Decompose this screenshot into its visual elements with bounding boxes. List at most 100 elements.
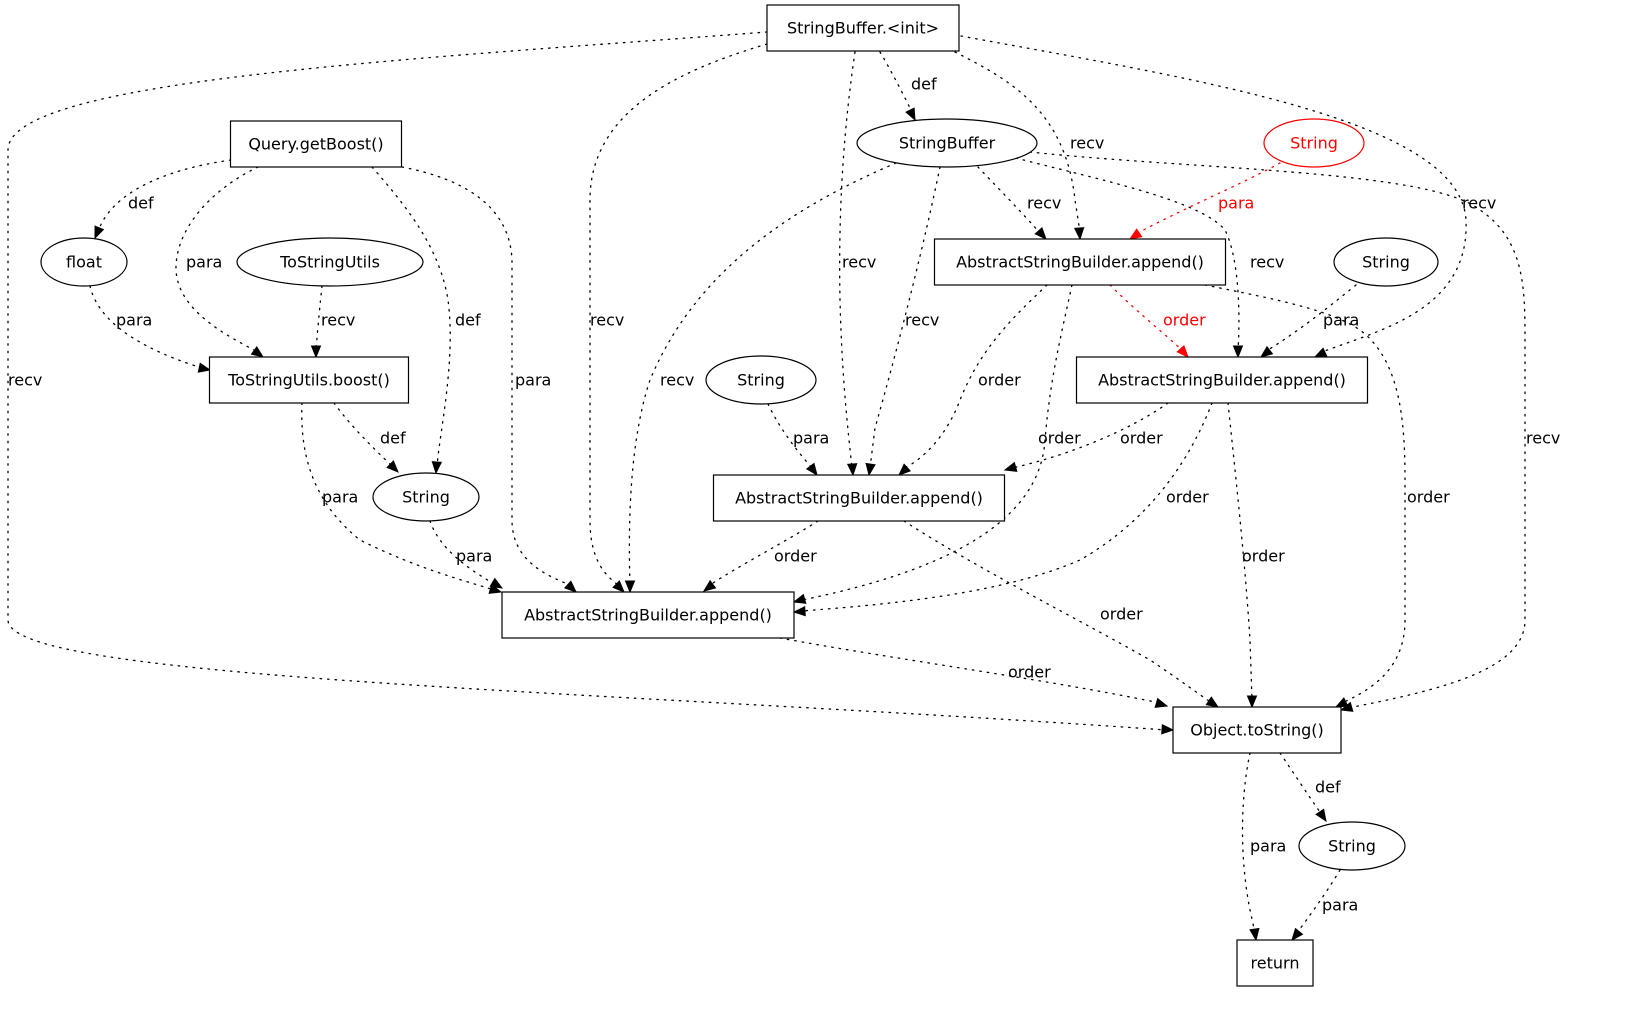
- edge-label: order: [1038, 429, 1081, 448]
- edge-order-n13-n14: order: [779, 637, 1169, 708]
- node-ellipse: [1333, 237, 1439, 287]
- node-n10-method[interactable]: AbstractStringBuilder.append(): [1075, 356, 1369, 404]
- node-ellipse: [856, 118, 1038, 168]
- edge-label: para: [793, 429, 829, 448]
- arrowhead-icon: [1176, 344, 1189, 358]
- edge-recv-n0-n12: recv: [839, 51, 876, 477]
- arrowhead-icon: [1205, 696, 1220, 708]
- node-box: [933, 238, 1227, 286]
- arrowhead-icon: [1313, 347, 1328, 358]
- arrowhead-icon: [702, 579, 717, 592]
- arrowhead-icon: [1003, 461, 1018, 472]
- node-n0-method[interactable]: StringBuffer.<init>: [766, 4, 960, 52]
- arrowhead-icon: [792, 593, 807, 604]
- arrowhead-icon: [1161, 724, 1175, 735]
- nodes-layer: StringBuffer.<init> Query.getBoost() Strin…: [40, 4, 1439, 987]
- node-n6-method[interactable]: AbstractStringBuilder.append(): [933, 238, 1227, 286]
- node-n15-type[interactable]: String: [1298, 821, 1406, 871]
- node-label: String: [1328, 837, 1376, 856]
- edge-def-n14-n15: def: [1279, 752, 1341, 823]
- edge-line: [903, 520, 1219, 708]
- node-n8-method[interactable]: ToStringUtils.boost(): [208, 356, 410, 404]
- node-ellipse: [236, 237, 424, 287]
- node-n7-type[interactable]: String: [1333, 237, 1439, 287]
- arrowhead-icon: [612, 580, 625, 593]
- arrowhead-icon: [1232, 345, 1244, 359]
- edge-label: recv: [660, 371, 694, 390]
- edge-def-n0-n2: def: [879, 51, 937, 122]
- edge-line: [89, 285, 211, 371]
- arrowhead-icon: [1128, 228, 1143, 240]
- edge-para-n1-n13: para: [401, 166, 577, 593]
- arrowhead-icon: [898, 463, 912, 476]
- edge-label: recv: [590, 311, 624, 330]
- node-n9-type[interactable]: String: [705, 355, 817, 405]
- arrowhead-icon: [1291, 927, 1304, 942]
- arrowhead-icon: [310, 345, 322, 359]
- edge-line: [371, 166, 451, 474]
- node-label: return: [1251, 954, 1300, 973]
- edge-recv-n5-n8: recv: [310, 285, 355, 359]
- edge-para-n9-n12: para: [767, 403, 829, 477]
- node-box: [712, 474, 1006, 522]
- node-n13-method[interactable]: AbstractStringBuilder.append(): [501, 591, 795, 639]
- edge-line: [1015, 157, 1240, 358]
- node-n2-type[interactable]: StringBuffer: [856, 118, 1038, 168]
- arrowhead-icon: [197, 362, 212, 373]
- edge-label: para: [1323, 311, 1359, 330]
- node-n1-method[interactable]: Query.getBoost(): [229, 120, 403, 168]
- node-n5-type[interactable]: ToStringUtils: [236, 237, 424, 287]
- node-ellipse: [1298, 821, 1406, 871]
- node-n16-method[interactable]: return: [1236, 939, 1314, 987]
- arrowhead-icon: [489, 577, 504, 589]
- node-ellipse: [372, 472, 480, 522]
- edge-order-n6-n12: order: [898, 284, 1048, 476]
- edge-line: [1129, 162, 1281, 240]
- edge-label: recv: [321, 311, 355, 330]
- node-label: Object.toString(): [1190, 721, 1324, 740]
- edge-recv-n2-n13: recv: [624, 162, 897, 594]
- edge-line: [1029, 151, 1526, 711]
- edge-label: para: [515, 371, 551, 390]
- edge-label: para: [456, 547, 492, 566]
- edge-line: [767, 403, 818, 476]
- edge-def-n1-n4: def: [94, 159, 232, 240]
- edge-line: [628, 162, 897, 593]
- edge-label: order: [1100, 605, 1143, 624]
- edge-para-n15-n16: para: [1291, 869, 1358, 942]
- edge-line: [589, 43, 768, 593]
- edge-label: recv: [1070, 134, 1104, 153]
- arrowhead-icon: [865, 462, 876, 477]
- edge-label: recv: [1250, 253, 1284, 272]
- node-label: float: [66, 253, 102, 272]
- node-n3-type[interactable]: String: [1263, 118, 1365, 168]
- node-ellipse: [1263, 118, 1365, 168]
- edge-para-n11-n13: para: [429, 520, 504, 589]
- node-label: StringBuffer.<init>: [787, 19, 939, 38]
- edge-line: [977, 166, 1047, 240]
- edge-order-n12-n13: order: [702, 520, 819, 592]
- edge-line: [1260, 284, 1357, 358]
- edge-line: [1241, 752, 1257, 941]
- edge-label: order: [1166, 488, 1209, 507]
- node-n4-type[interactable]: float: [40, 237, 128, 287]
- node-n14-method[interactable]: Object.toString(): [1172, 706, 1342, 754]
- node-box: [1075, 356, 1369, 404]
- edge-line: [960, 35, 1467, 358]
- node-n12-method[interactable]: AbstractStringBuilder.append(): [712, 474, 1006, 522]
- arrowhead-icon: [94, 225, 105, 240]
- arrowhead-icon: [905, 107, 916, 122]
- arrowhead-icon: [1034, 226, 1047, 240]
- edge-line: [94, 159, 232, 239]
- node-label: StringBuffer: [899, 134, 996, 153]
- edge-label: para: [1250, 837, 1286, 856]
- edge-def-n1-n11: def: [371, 166, 481, 475]
- node-n11-type[interactable]: String: [372, 472, 480, 522]
- edge-recv-n0-n13: recv: [589, 43, 768, 593]
- node-label: String: [737, 371, 785, 390]
- node-ellipse: [705, 355, 817, 405]
- edge-para-n7-n10: para: [1259, 284, 1359, 358]
- edge-recv-n2-n6: recv: [977, 166, 1061, 240]
- node-label: AbstractStringBuilder.append(): [524, 606, 772, 625]
